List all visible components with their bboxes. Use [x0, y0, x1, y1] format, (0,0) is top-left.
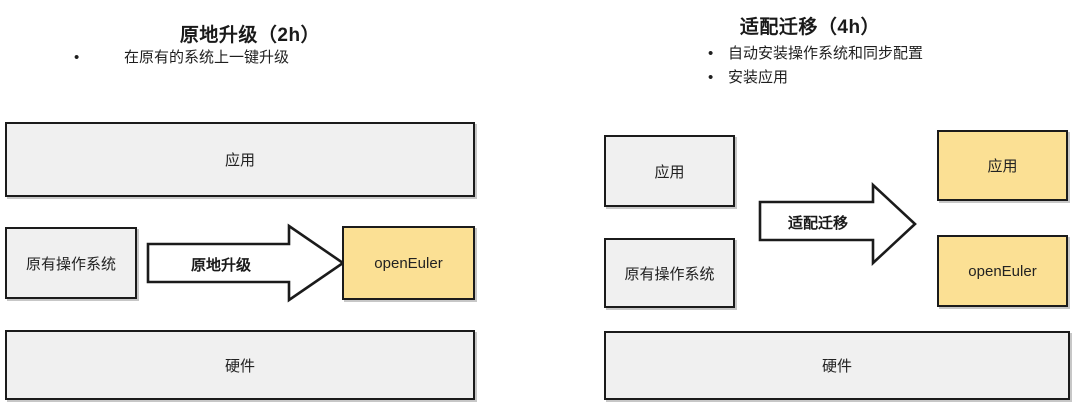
right-source-application-label: 应用 — [654, 163, 685, 181]
right-target-application-box: 应用 — [937, 130, 1068, 201]
right-target-os-label: openEuler — [968, 262, 1037, 280]
right-hardware-box: 硬件 — [604, 331, 1070, 400]
left-hardware-box: 硬件 — [5, 330, 475, 400]
in-place-upgrade-panel: 原地升级（2h） • 在原有的系统上一键升级 应用 原有操作系统 原地升级 op… — [5, 25, 475, 400]
left-arrow-label: 原地升级 — [190, 257, 251, 274]
right-source-os-box: 原有操作系统 — [604, 238, 735, 308]
bullet-item: • 自动安装操作系统和同步配置 — [708, 42, 923, 66]
bullet-text: 在原有的系统上一键升级 — [124, 49, 290, 66]
bullet-item: • 安装应用 — [708, 66, 923, 90]
left-panel-bullet-list: • 在原有的系统上一键升级 — [74, 46, 289, 70]
bullet-text: 自动安装操作系统和同步配置 — [728, 45, 924, 62]
bullet-item: • 在原有的系统上一键升级 — [74, 46, 289, 70]
left-openeuler-box: openEuler — [342, 226, 475, 300]
bullet-dot-icon: • — [708, 69, 714, 86]
left-application-label: 应用 — [224, 152, 255, 169]
right-source-os-label: 原有操作系统 — [624, 265, 715, 283]
bullet-text: 安装应用 — [728, 69, 789, 86]
left-application-box: 应用 — [5, 122, 475, 197]
right-hardware-label: 硬件 — [821, 358, 852, 375]
bullet-dot-icon: • — [708, 45, 714, 62]
right-target-application-label: 应用 — [987, 158, 1018, 175]
bullet-dot-icon: • — [74, 49, 80, 66]
left-legacy-os-box: 原有操作系统 — [5, 227, 137, 299]
right-migration-arrow — [758, 182, 918, 266]
left-openeuler-label: openEuler — [374, 254, 443, 272]
right-arrow-label: 适配迁移 — [787, 215, 848, 232]
left-legacy-os-label: 原有操作系统 — [25, 255, 116, 273]
left-upgrade-arrow — [146, 222, 346, 304]
left-panel-title: 原地升级（2h） — [179, 25, 321, 46]
right-source-application-box: 应用 — [604, 135, 735, 207]
right-panel-title: 适配迁移（4h） — [739, 17, 881, 38]
migration-panel: 适配迁移（4h） • 自动安装操作系统和同步配置 • 安装应用 应用 原有操作系… — [540, 0, 1080, 409]
right-panel-bullet-list: • 自动安装操作系统和同步配置 • 安装应用 — [708, 42, 923, 90]
left-hardware-label: 硬件 — [224, 357, 255, 375]
right-target-os-box: openEuler — [937, 235, 1068, 307]
